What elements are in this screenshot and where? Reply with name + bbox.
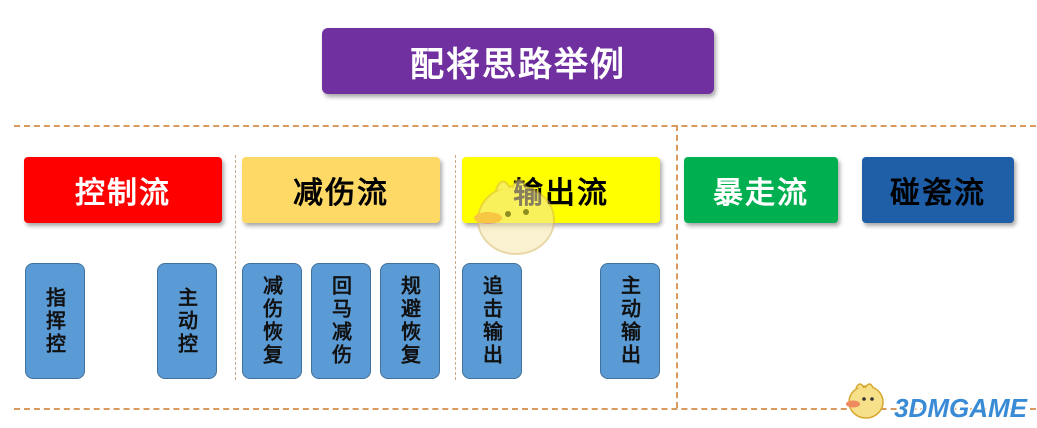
column-divider-2: [455, 155, 456, 380]
3dm-logo-icon: [846, 383, 884, 419]
mascot-watermark-icon: [474, 179, 555, 255]
sub-return-reduce: 回马减伤: [311, 263, 371, 379]
category-rampage: 暴走流: [684, 157, 838, 223]
top-divider: [14, 125, 1036, 127]
category-damage-reduction: 减伤流: [242, 157, 440, 223]
sub-evade-recover: 规避恢复: [380, 263, 440, 379]
sub-reduce-recover: 减伤恢复: [242, 263, 302, 379]
bottom-divider: [14, 408, 1036, 410]
watermark-text: 3DMGAME: [894, 393, 1027, 423]
sub-command-control: 指挥控: [25, 263, 85, 379]
category-bump: 碰瓷流: [862, 157, 1014, 223]
sub-active-output: 主动输出: [600, 263, 660, 379]
category-control: 控制流: [24, 157, 222, 223]
sub-pursuit-output: 追击输出: [462, 263, 522, 379]
section-divider: [676, 125, 678, 408]
page-title: 配将思路举例: [322, 28, 714, 94]
sub-active-control: 主动控: [157, 263, 217, 379]
column-divider-1: [235, 155, 236, 380]
